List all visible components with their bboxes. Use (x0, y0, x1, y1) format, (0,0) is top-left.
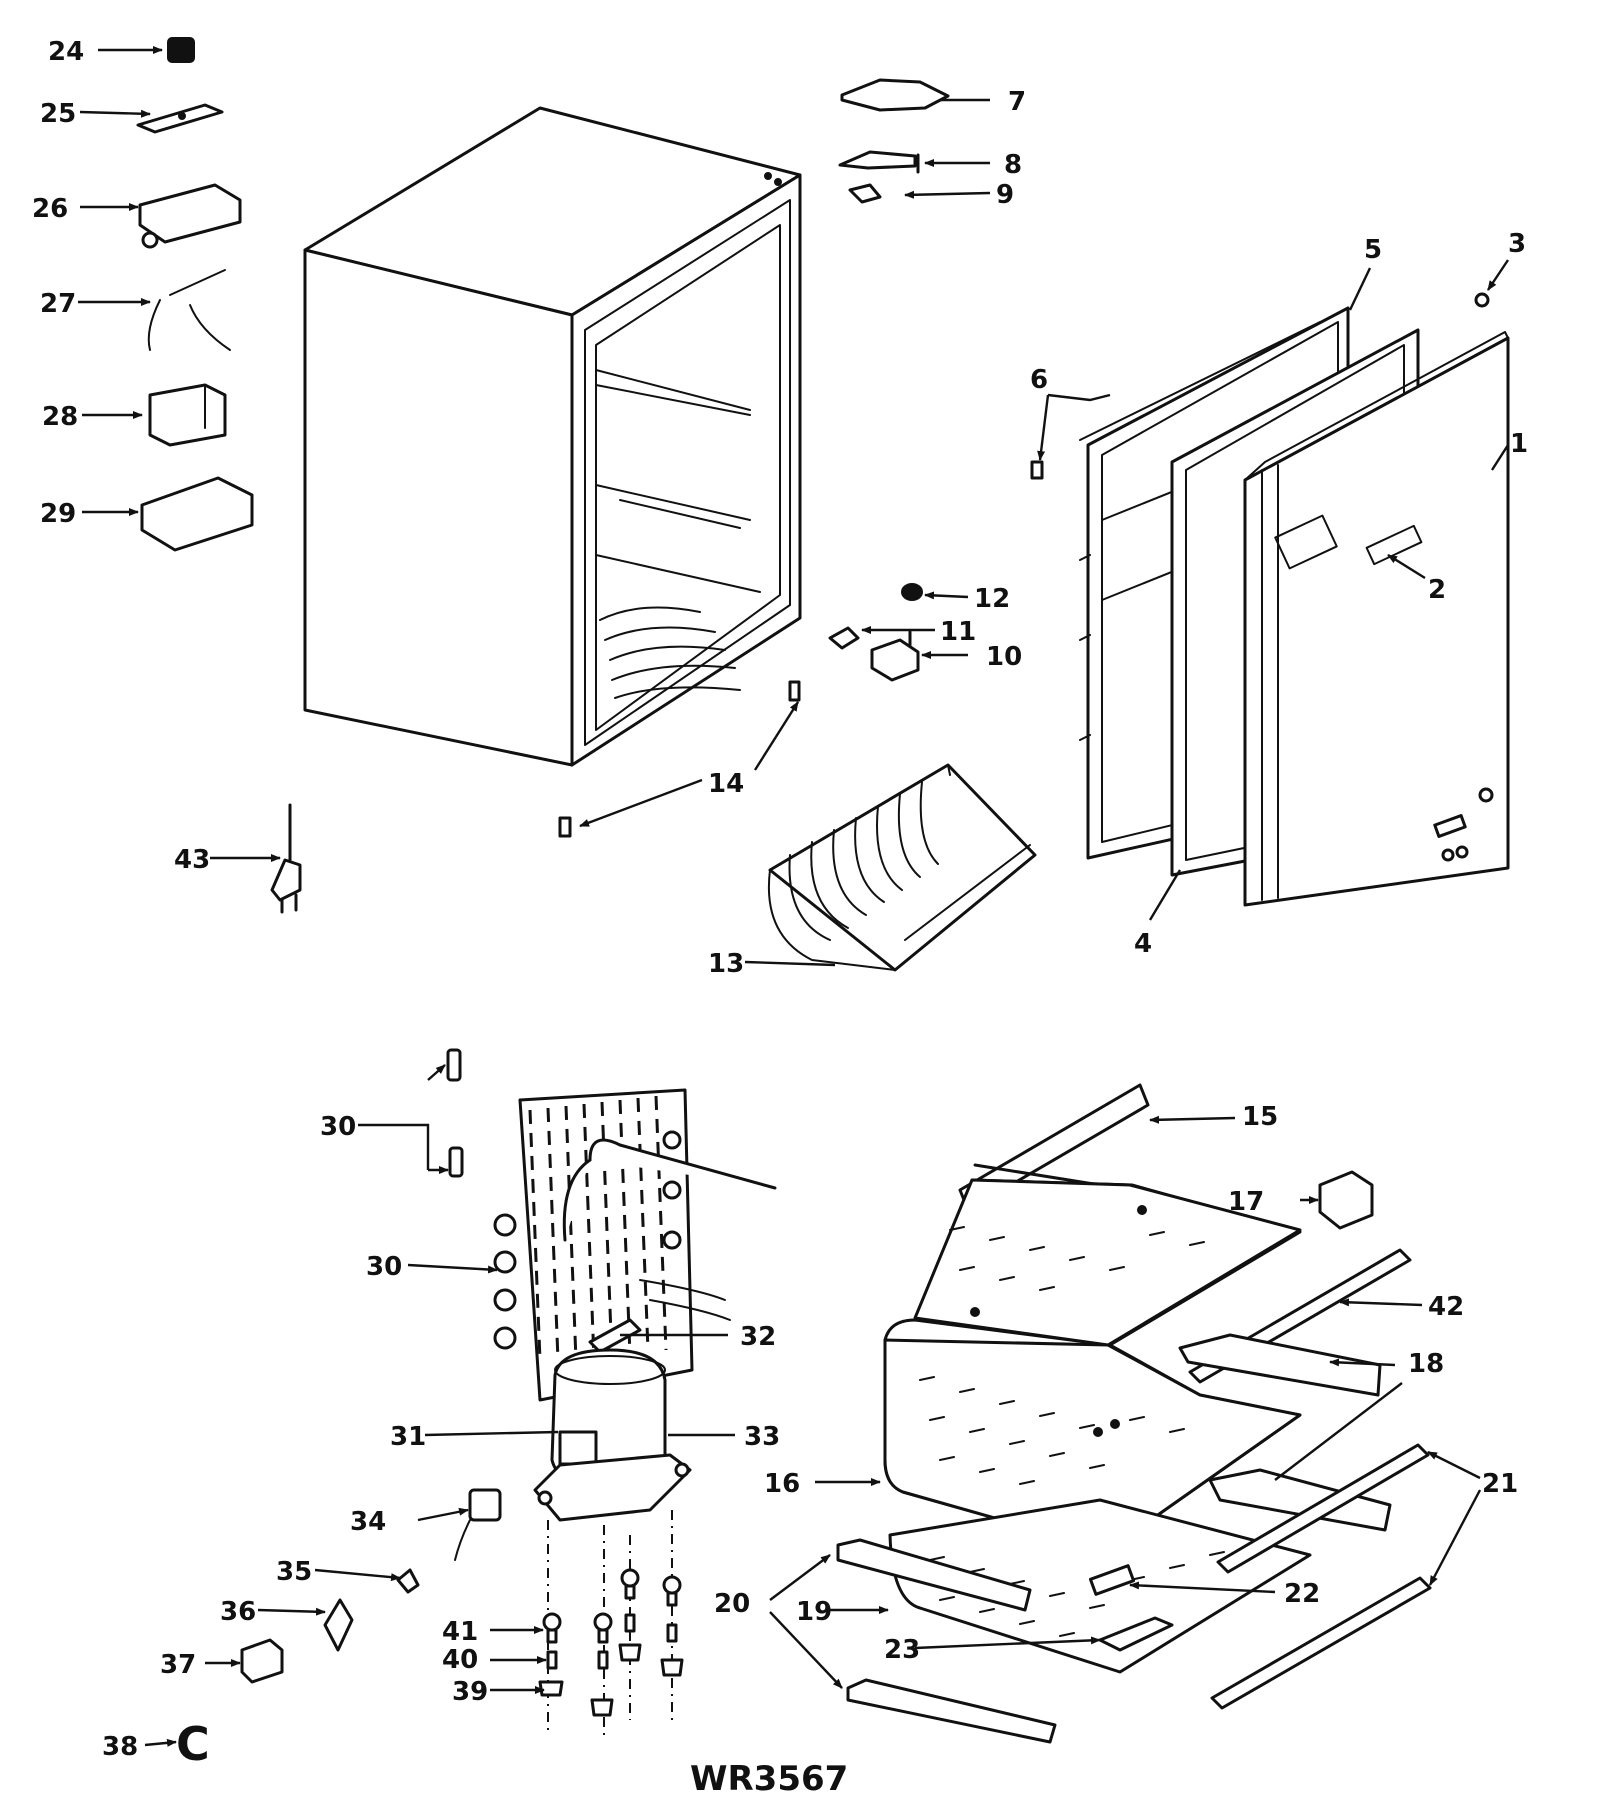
part-14-hinge-pins (558, 680, 801, 838)
callout-7: 7 (1008, 87, 1026, 117)
callout-27: 27 (40, 289, 76, 319)
cabinet (303, 106, 802, 767)
callout-39: 39 (452, 1677, 488, 1707)
callout-42: 42 (1428, 1292, 1464, 1322)
part-25-plate (136, 103, 224, 134)
leader-lines (78, 46, 1510, 1747)
part-18-rails (1178, 1333, 1392, 1532)
part-36-bracket (323, 1598, 354, 1652)
part-8-bracket (838, 150, 920, 174)
part-30-condenser-clips (446, 1048, 464, 1178)
part-16-wrapper (883, 1163, 1302, 1552)
callout-16: 16 (764, 1469, 800, 1499)
callout-12: 12 (974, 584, 1010, 614)
callout-37: 37 (160, 1650, 196, 1680)
callout-19: 19 (796, 1597, 832, 1627)
callout-30-clips: 30 (320, 1112, 356, 1142)
callout-25: 25 (40, 99, 76, 129)
callout-31: 31 (390, 1422, 426, 1452)
part-7-cover (840, 78, 950, 112)
part-31-compressor (533, 1348, 692, 1522)
part-9-plate (848, 183, 882, 204)
part-10-control (870, 630, 920, 682)
part-24-switch (167, 37, 195, 63)
callout-23: 23 (884, 1635, 920, 1665)
callout-14: 14 (708, 769, 744, 799)
part-35-clip (396, 1568, 420, 1594)
part-37-cover (240, 1638, 284, 1684)
callout-34: 34 (350, 1507, 386, 1537)
callout-24: 24 (48, 37, 84, 67)
callout-30-condenser: 30 (366, 1252, 402, 1282)
part-30-condenser (493, 1088, 777, 1402)
callout-41: 41 (442, 1617, 478, 1647)
part-12-knob (901, 583, 923, 601)
mounting-hardware (538, 1510, 684, 1735)
callout-6: 6 (1030, 365, 1048, 395)
part-17-block (1318, 1170, 1374, 1230)
part-21-strips (1210, 1443, 1432, 1710)
part-28-box (148, 383, 227, 447)
callout-29: 29 (40, 499, 76, 529)
part-13-wire-shelf (768, 763, 1037, 972)
callout-43: 43 (174, 845, 210, 875)
callout-18: 18 (1408, 1349, 1444, 1379)
callout-28: 28 (42, 402, 78, 432)
callout-1: 1 (1510, 429, 1528, 459)
part-23-tab (1098, 1616, 1174, 1652)
part-11-clip (828, 626, 860, 650)
callout-8: 8 (1004, 150, 1022, 180)
callout-17: 17 (1228, 1187, 1264, 1217)
part-34-relay (454, 1488, 502, 1561)
callout-10: 10 (986, 642, 1022, 672)
door-hinge-and-screws (1030, 292, 1494, 862)
callout-38: 38 (102, 1732, 138, 1762)
callout-9: 9 (996, 180, 1014, 210)
callout-20: 20 (714, 1589, 750, 1619)
part-27-wire-harness (147, 269, 231, 351)
callout-4: 4 (1134, 929, 1152, 959)
part-20-brackets (836, 1538, 1057, 1744)
callout-32: 32 (740, 1322, 776, 1352)
callout-33: 33 (744, 1422, 780, 1452)
part-22-latch (1088, 1564, 1136, 1596)
callout-40: 40 (442, 1645, 478, 1675)
callout-15: 15 (1242, 1102, 1278, 1132)
callout-22: 22 (1284, 1579, 1320, 1609)
callout-36: 36 (220, 1597, 256, 1627)
part-29-tray (140, 476, 254, 552)
callout-labels: 24 25 26 27 28 29 43 7 8 9 12 11 10 14 1… (32, 37, 1528, 1762)
callout-35: 35 (276, 1557, 312, 1587)
door-outer (1243, 331, 1510, 907)
drawing-code: WR3567 (690, 1759, 848, 1799)
part-26-relay (138, 183, 242, 249)
callout-5: 5 (1364, 235, 1382, 265)
part-38-clamp: C (176, 1717, 210, 1771)
part-43-power-cord (270, 803, 302, 914)
callout-11: 11 (940, 617, 976, 647)
part-32-dryer (588, 1279, 731, 1354)
svg-text:C: C (176, 1717, 210, 1771)
callout-21: 21 (1482, 1469, 1518, 1499)
callout-3: 3 (1508, 229, 1526, 259)
callout-2: 2 (1428, 575, 1446, 605)
callout-26: 26 (32, 194, 68, 224)
callout-13: 13 (708, 949, 744, 979)
